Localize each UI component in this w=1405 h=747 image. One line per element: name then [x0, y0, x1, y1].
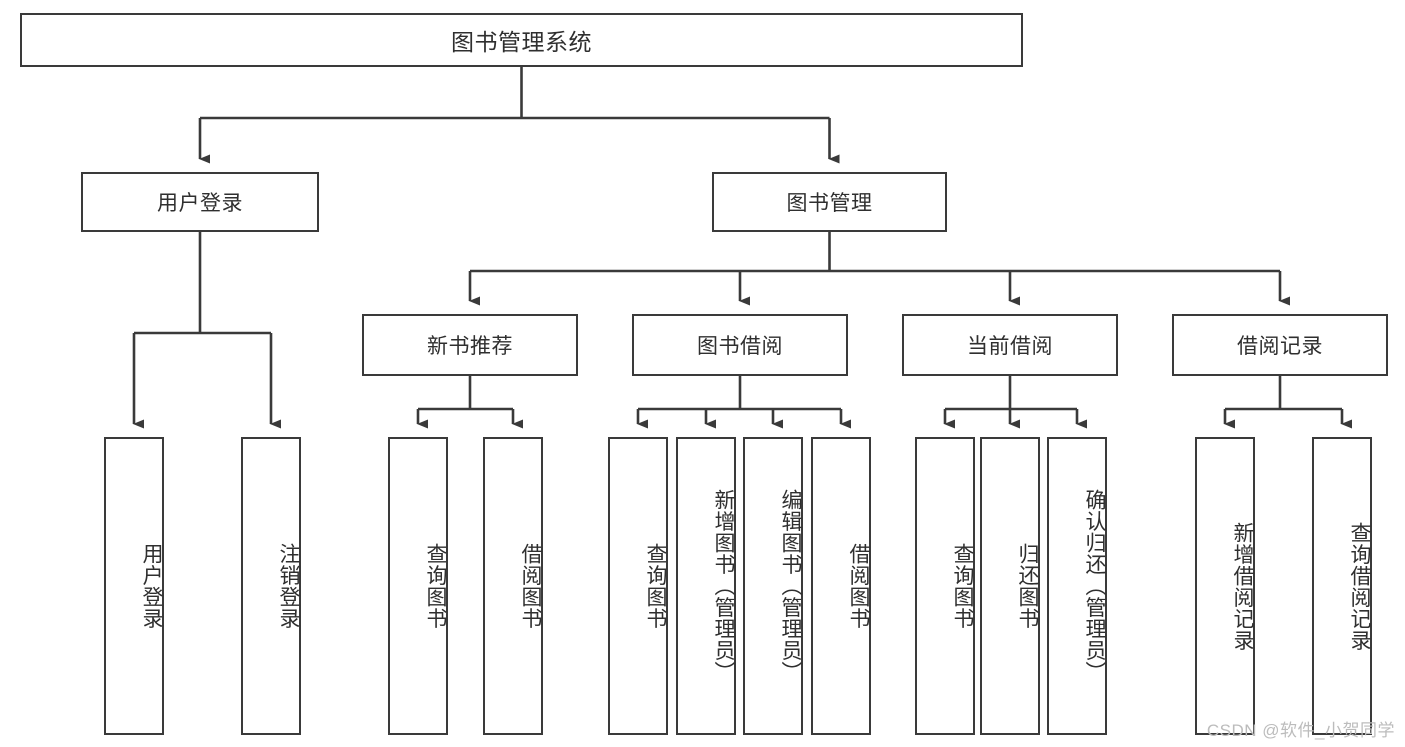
leaf-label: 查询图书	[644, 543, 667, 629]
leaf-label: 新增图书（管理员）	[712, 489, 735, 683]
leaf-label: 编辑图书（管理员）	[779, 489, 802, 683]
node-leaf-edit-book[interactable]: 编辑图书（管理员）	[743, 437, 803, 735]
node-current-borrow[interactable]: 当前借阅	[902, 314, 1118, 376]
node-user-login[interactable]: 用户登录	[81, 172, 319, 232]
node-leaf-add-book[interactable]: 新增图书（管理员）	[676, 437, 736, 735]
node-leaf-add-record[interactable]: 新增借阅记录	[1195, 437, 1255, 735]
node-leaf-query-book-rec[interactable]: 查询图书	[388, 437, 448, 735]
level2-label: 图书借阅	[697, 335, 783, 358]
leaf-label: 新增借阅记录	[1231, 521, 1254, 651]
leaf-label: 查询借阅记录	[1348, 521, 1371, 651]
level1-label: 图书管理	[786, 192, 873, 215]
node-leaf-return-book[interactable]: 归还图书	[980, 437, 1040, 735]
leaf-label: 归还图书	[1016, 543, 1039, 629]
node-new-book-recommend[interactable]: 新书推荐	[362, 314, 578, 376]
level2-label: 借阅记录	[1237, 335, 1323, 358]
root-label: 图书管理系统	[451, 29, 592, 55]
leaf-label: 查询图书	[951, 543, 974, 629]
watermark-label: CSDN @软件_小贺同学	[1206, 721, 1395, 740]
leaf-label: 用户登录	[140, 543, 163, 629]
node-borrow-record[interactable]: 借阅记录	[1172, 314, 1388, 376]
leaf-label: 注销登录	[277, 543, 300, 629]
level2-label: 新书推荐	[427, 335, 513, 358]
node-leaf-query-book-bb[interactable]: 查询图书	[608, 437, 668, 735]
level2-label: 当前借阅	[967, 335, 1053, 358]
node-leaf-query-record[interactable]: 查询借阅记录	[1312, 437, 1372, 735]
node-book-borrow[interactable]: 图书借阅	[632, 314, 848, 376]
level1-label: 用户登录	[157, 192, 243, 215]
node-leaf-borrow-book-bb[interactable]: 借阅图书	[811, 437, 871, 735]
leaf-label: 借阅图书	[847, 543, 870, 629]
node-book-manage[interactable]: 图书管理	[712, 172, 947, 232]
node-leaf-confirm-return[interactable]: 确认归还（管理员）	[1047, 437, 1107, 735]
node-leaf-query-book-cb[interactable]: 查询图书	[915, 437, 975, 735]
node-leaf-borrow-book-rec[interactable]: 借阅图书	[483, 437, 543, 735]
leaf-label: 确认归还（管理员）	[1083, 489, 1106, 683]
leaf-label: 查询图书	[424, 543, 447, 629]
node-root[interactable]: 图书管理系统	[20, 13, 1023, 67]
node-leaf-user-logout[interactable]: 注销登录	[241, 437, 301, 735]
leaf-label: 借阅图书	[519, 543, 542, 629]
node-leaf-user-login[interactable]: 用户登录	[104, 437, 164, 735]
